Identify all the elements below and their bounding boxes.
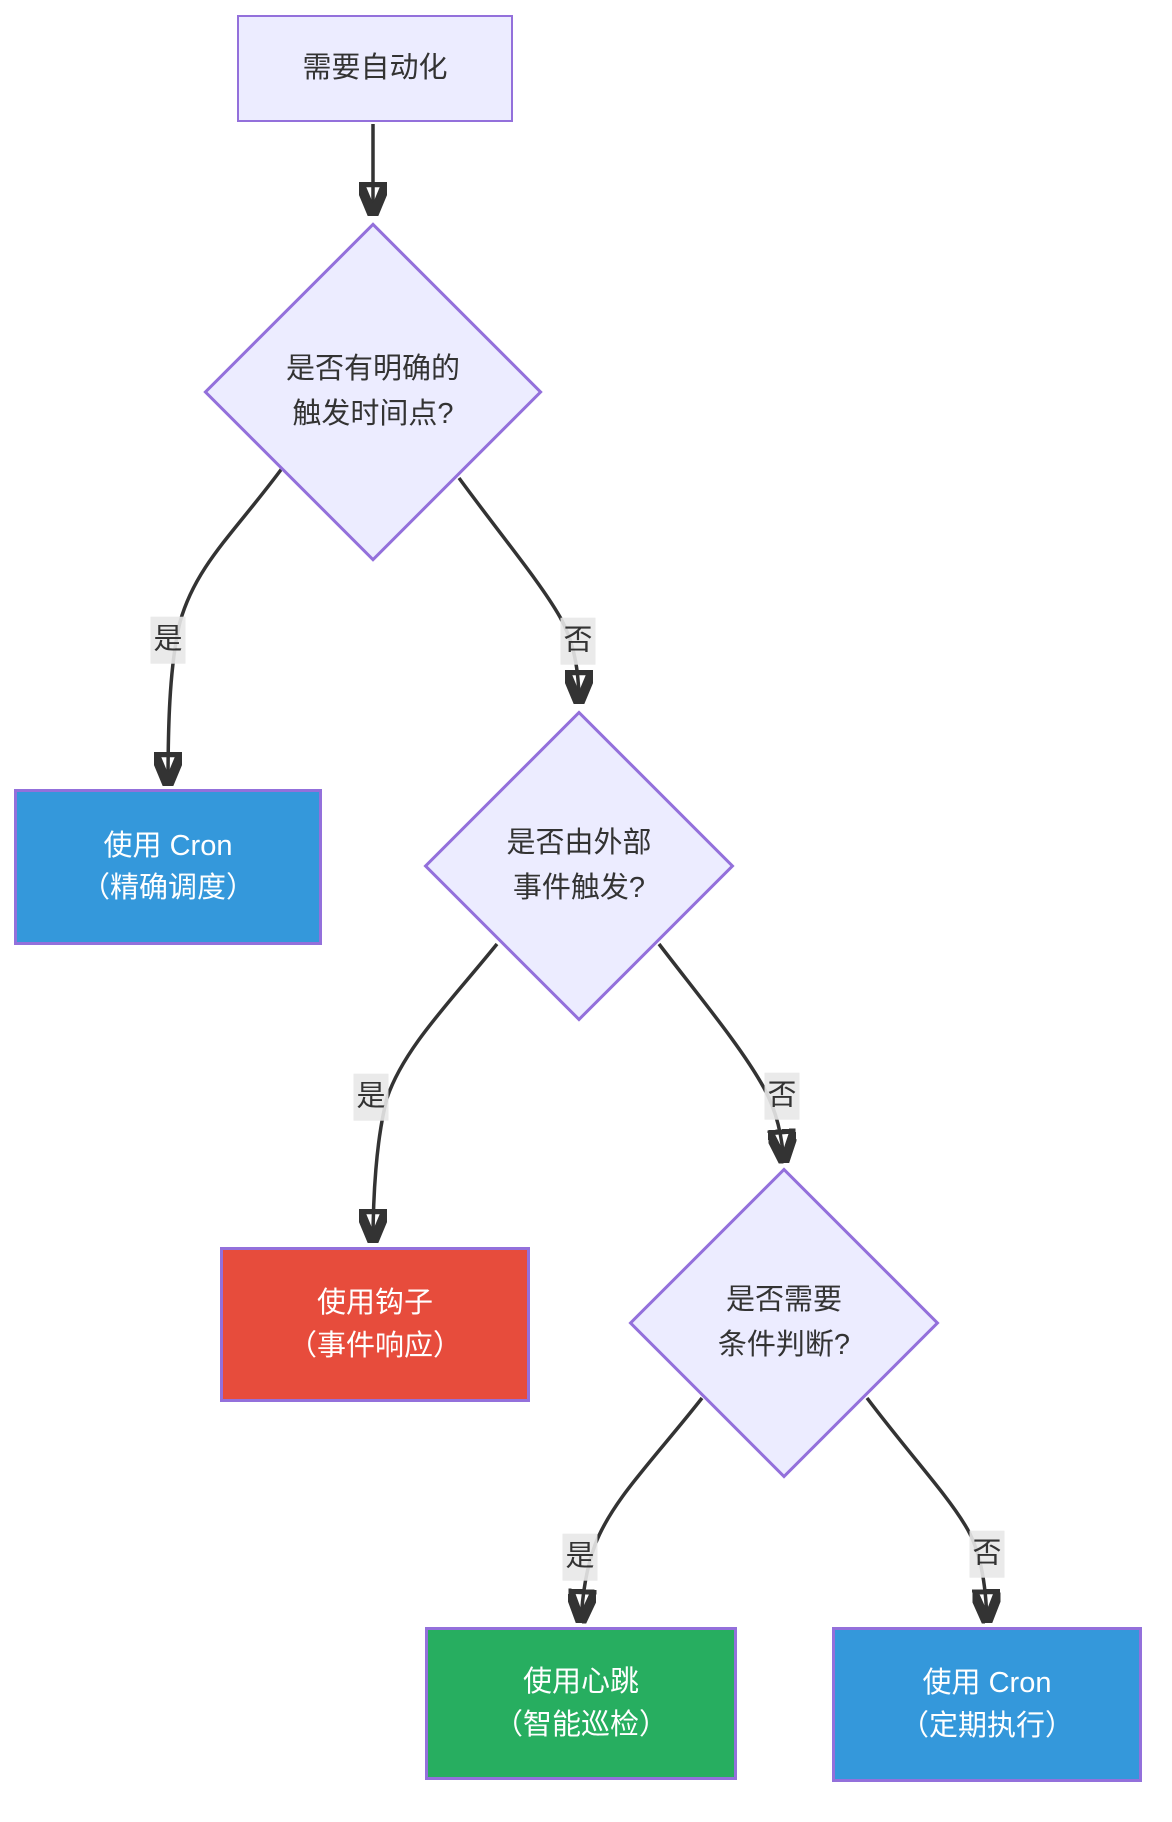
node-question-trigger-time-line1: 是否有明确的 [285,353,460,386]
node-question-trigger-time-line2: 触发时间点? [292,398,454,430]
edge-label-yes-1: 是 [150,616,186,664]
edge-label-yes-2: 是 [353,1073,389,1121]
edge-condition-no [865,1396,987,1623]
edge-label-no-1: 否 [560,617,596,665]
edge-condition-yes [581,1396,704,1623]
node-question-external-event-line2: 事件触发? [512,872,646,904]
node-cron-precise-line2: （精确调度） [80,872,255,904]
edge-label-no-2: 否 [764,1072,800,1120]
node-start: 需要自动化 [237,15,513,122]
node-hooks-line1: 使用钩子 [316,1287,433,1320]
node-question-external-event-line1: 是否由外部 [506,827,652,860]
node-heartbeat-line2: （智能巡检） [493,1708,668,1741]
node-hooks-line2: （事件响应） [287,1329,462,1362]
node-cron-precise-line1: 使用 Cron [103,829,233,862]
node-question-condition-line2: 条件判断? [717,1329,851,1361]
node-cron-periodic: 使用 Cron （定期执行） [832,1627,1142,1782]
node-cron-precise: 使用 Cron （精确调度） [14,789,322,945]
node-heartbeat: 使用心跳 （智能巡检） [425,1627,737,1780]
node-question-condition-line1: 是否需要 [725,1284,842,1317]
node-question-external-event: 是否由外部 事件触发? [423,710,735,1022]
node-question-trigger-time: 是否有明确的 触发时间点? [203,222,543,562]
edge-label-no-3: 否 [969,1530,1005,1578]
node-question-condition: 是否需要 条件判断? [628,1167,940,1479]
node-heartbeat-line1: 使用心跳 [522,1666,639,1699]
edge-external-event-no [657,942,784,1163]
node-hooks: 使用钩子 （事件响应） [220,1247,530,1402]
edge-trigger-time-no [457,476,579,704]
edge-label-yes-3: 是 [562,1533,598,1581]
node-start-label: 需要自动化 [302,52,448,85]
node-cron-periodic-line1: 使用 Cron [922,1667,1052,1700]
node-cron-periodic-line2: （定期执行） [899,1709,1074,1742]
